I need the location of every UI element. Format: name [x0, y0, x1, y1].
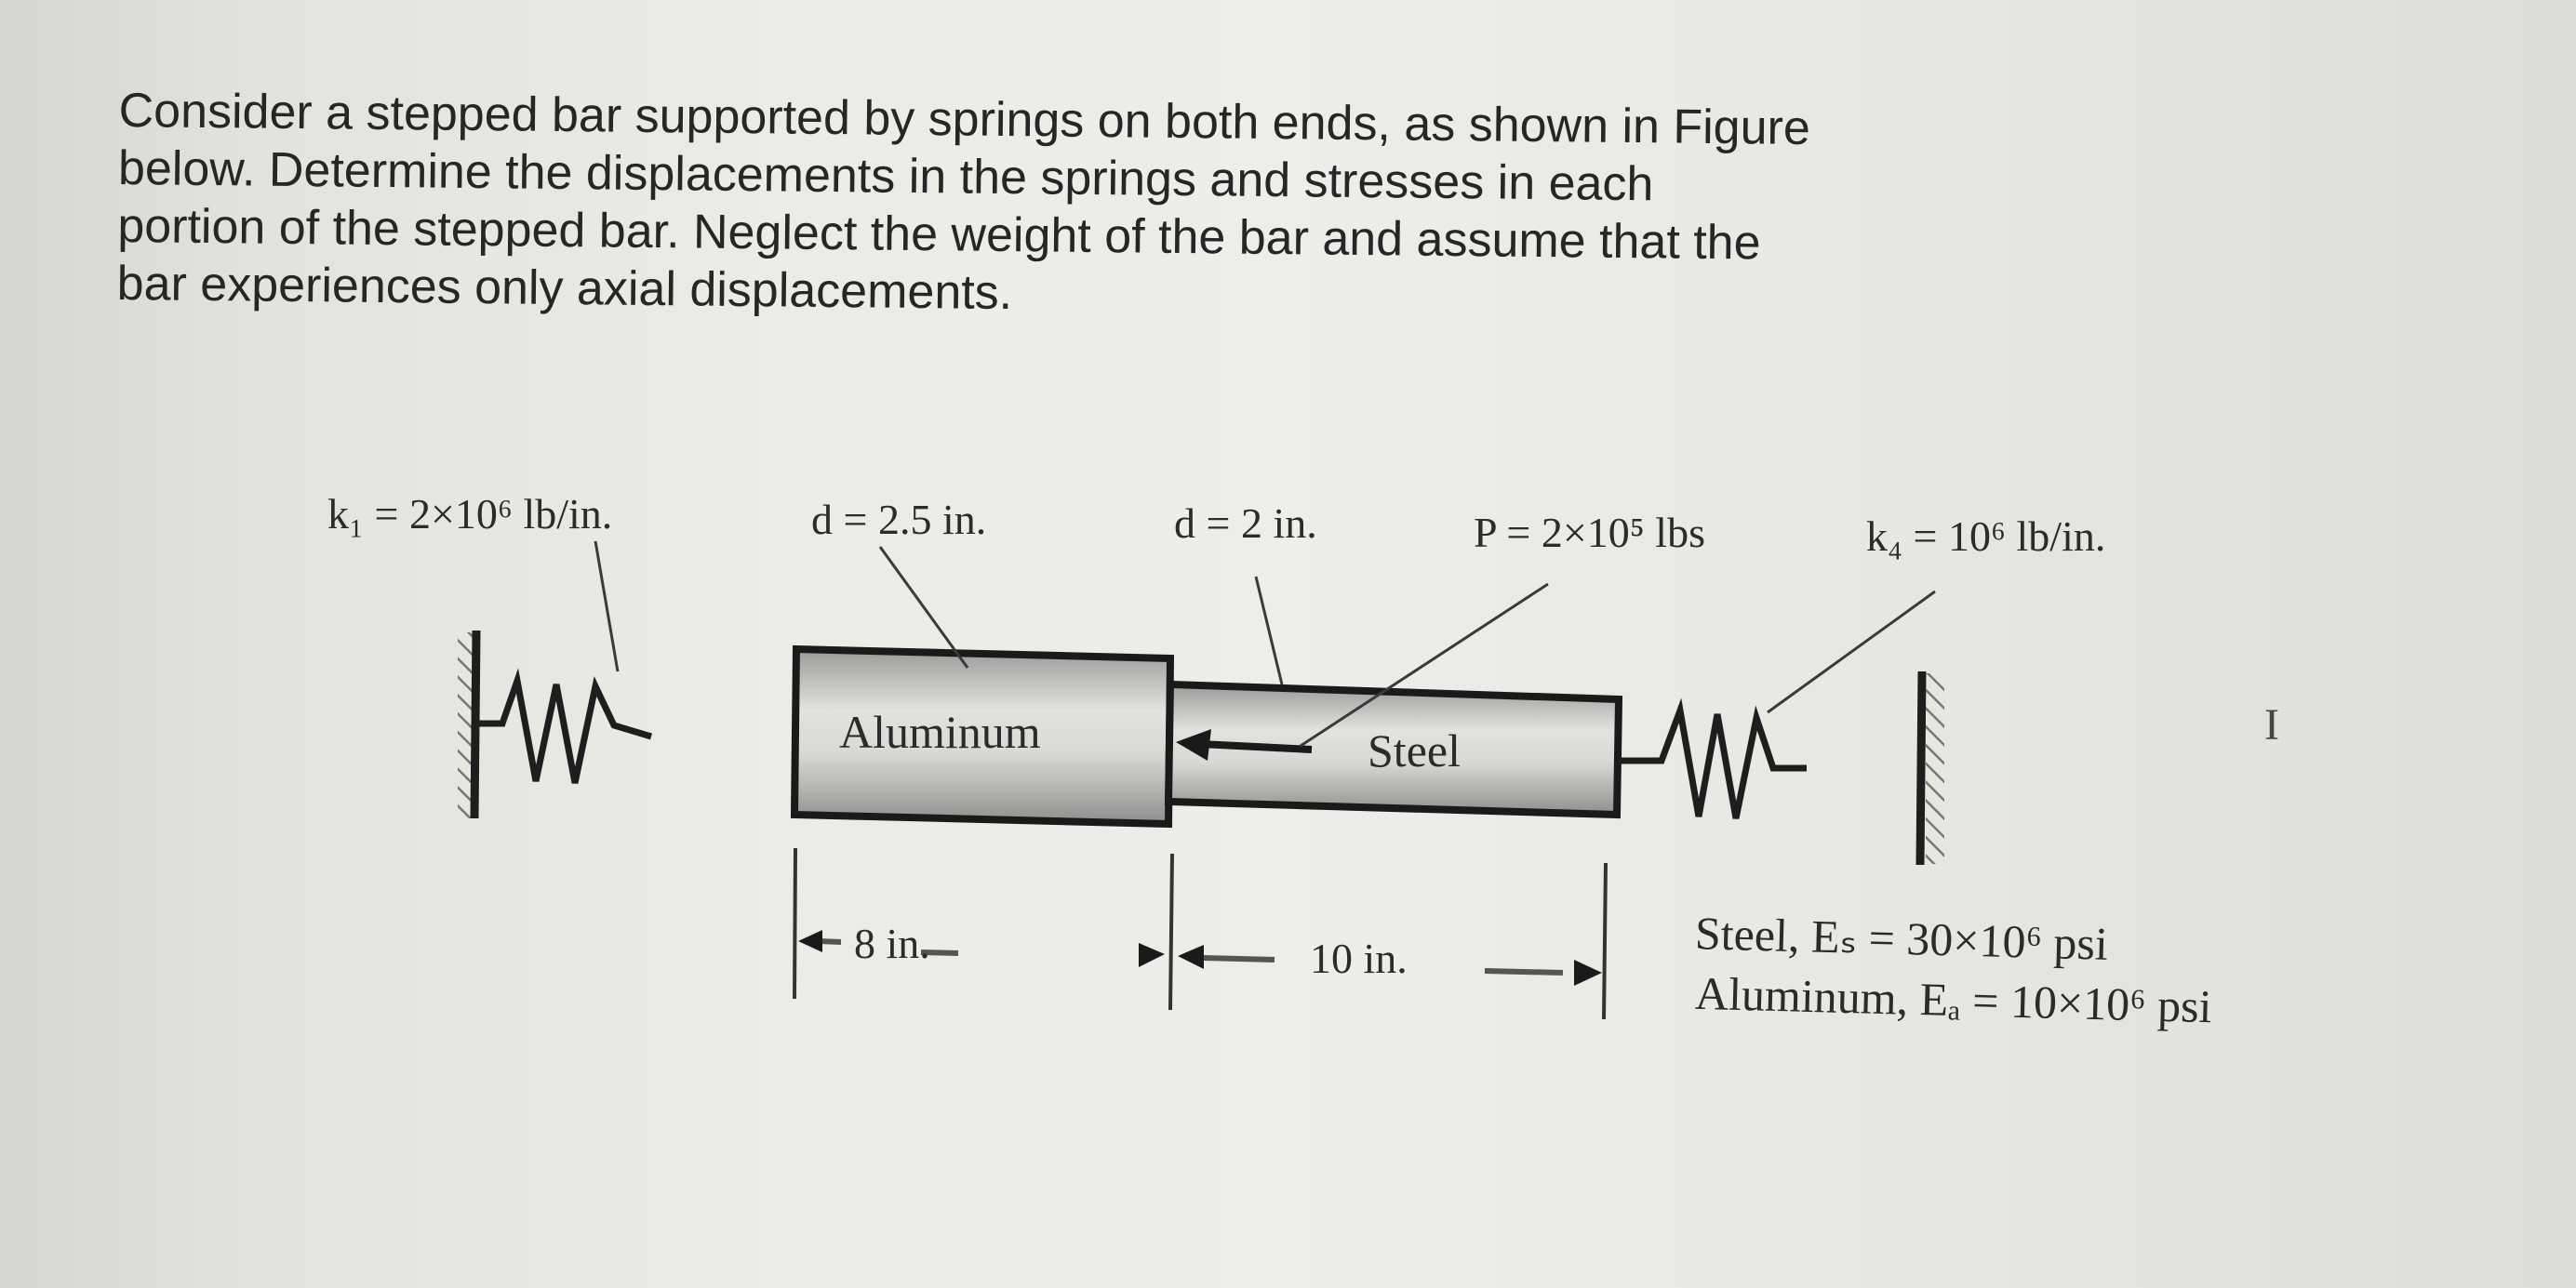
aluminum-length-label: 8 in.	[854, 920, 930, 967]
load-label: P = 2×10⁵ lbs	[1474, 509, 1705, 556]
aluminum-diameter-label: d = 2.5 in.	[811, 496, 987, 543]
steel-label: Steel	[1368, 724, 1461, 777]
steel-modulus-label: Steel, Eₛ = 30×10⁶ psi	[1694, 907, 2109, 970]
text-cursor-icon: I	[2264, 700, 2279, 750]
k4-label: k₄ = 10⁶ lb/in.	[1866, 512, 2106, 560]
aluminum-segment	[790, 644, 1175, 829]
steel-length-label: 10 in.	[1310, 935, 1408, 982]
leader-lines	[594, 540, 1936, 748]
left-wall-icon	[458, 630, 481, 819]
left-spring-icon	[476, 668, 653, 784]
dimension-lines	[793, 847, 1608, 1020]
load-arrow-icon	[1176, 729, 1313, 761]
right-wall-icon	[1915, 671, 1944, 866]
aluminum-label: Aluminum	[839, 706, 1041, 758]
right-spring-icon	[1619, 697, 1807, 819]
k1-label: k₁ = 2×10⁶ lb/in.	[327, 490, 613, 538]
steel-segment	[1164, 680, 1623, 819]
steel-diameter-label: d = 2 in.	[1174, 499, 1317, 547]
